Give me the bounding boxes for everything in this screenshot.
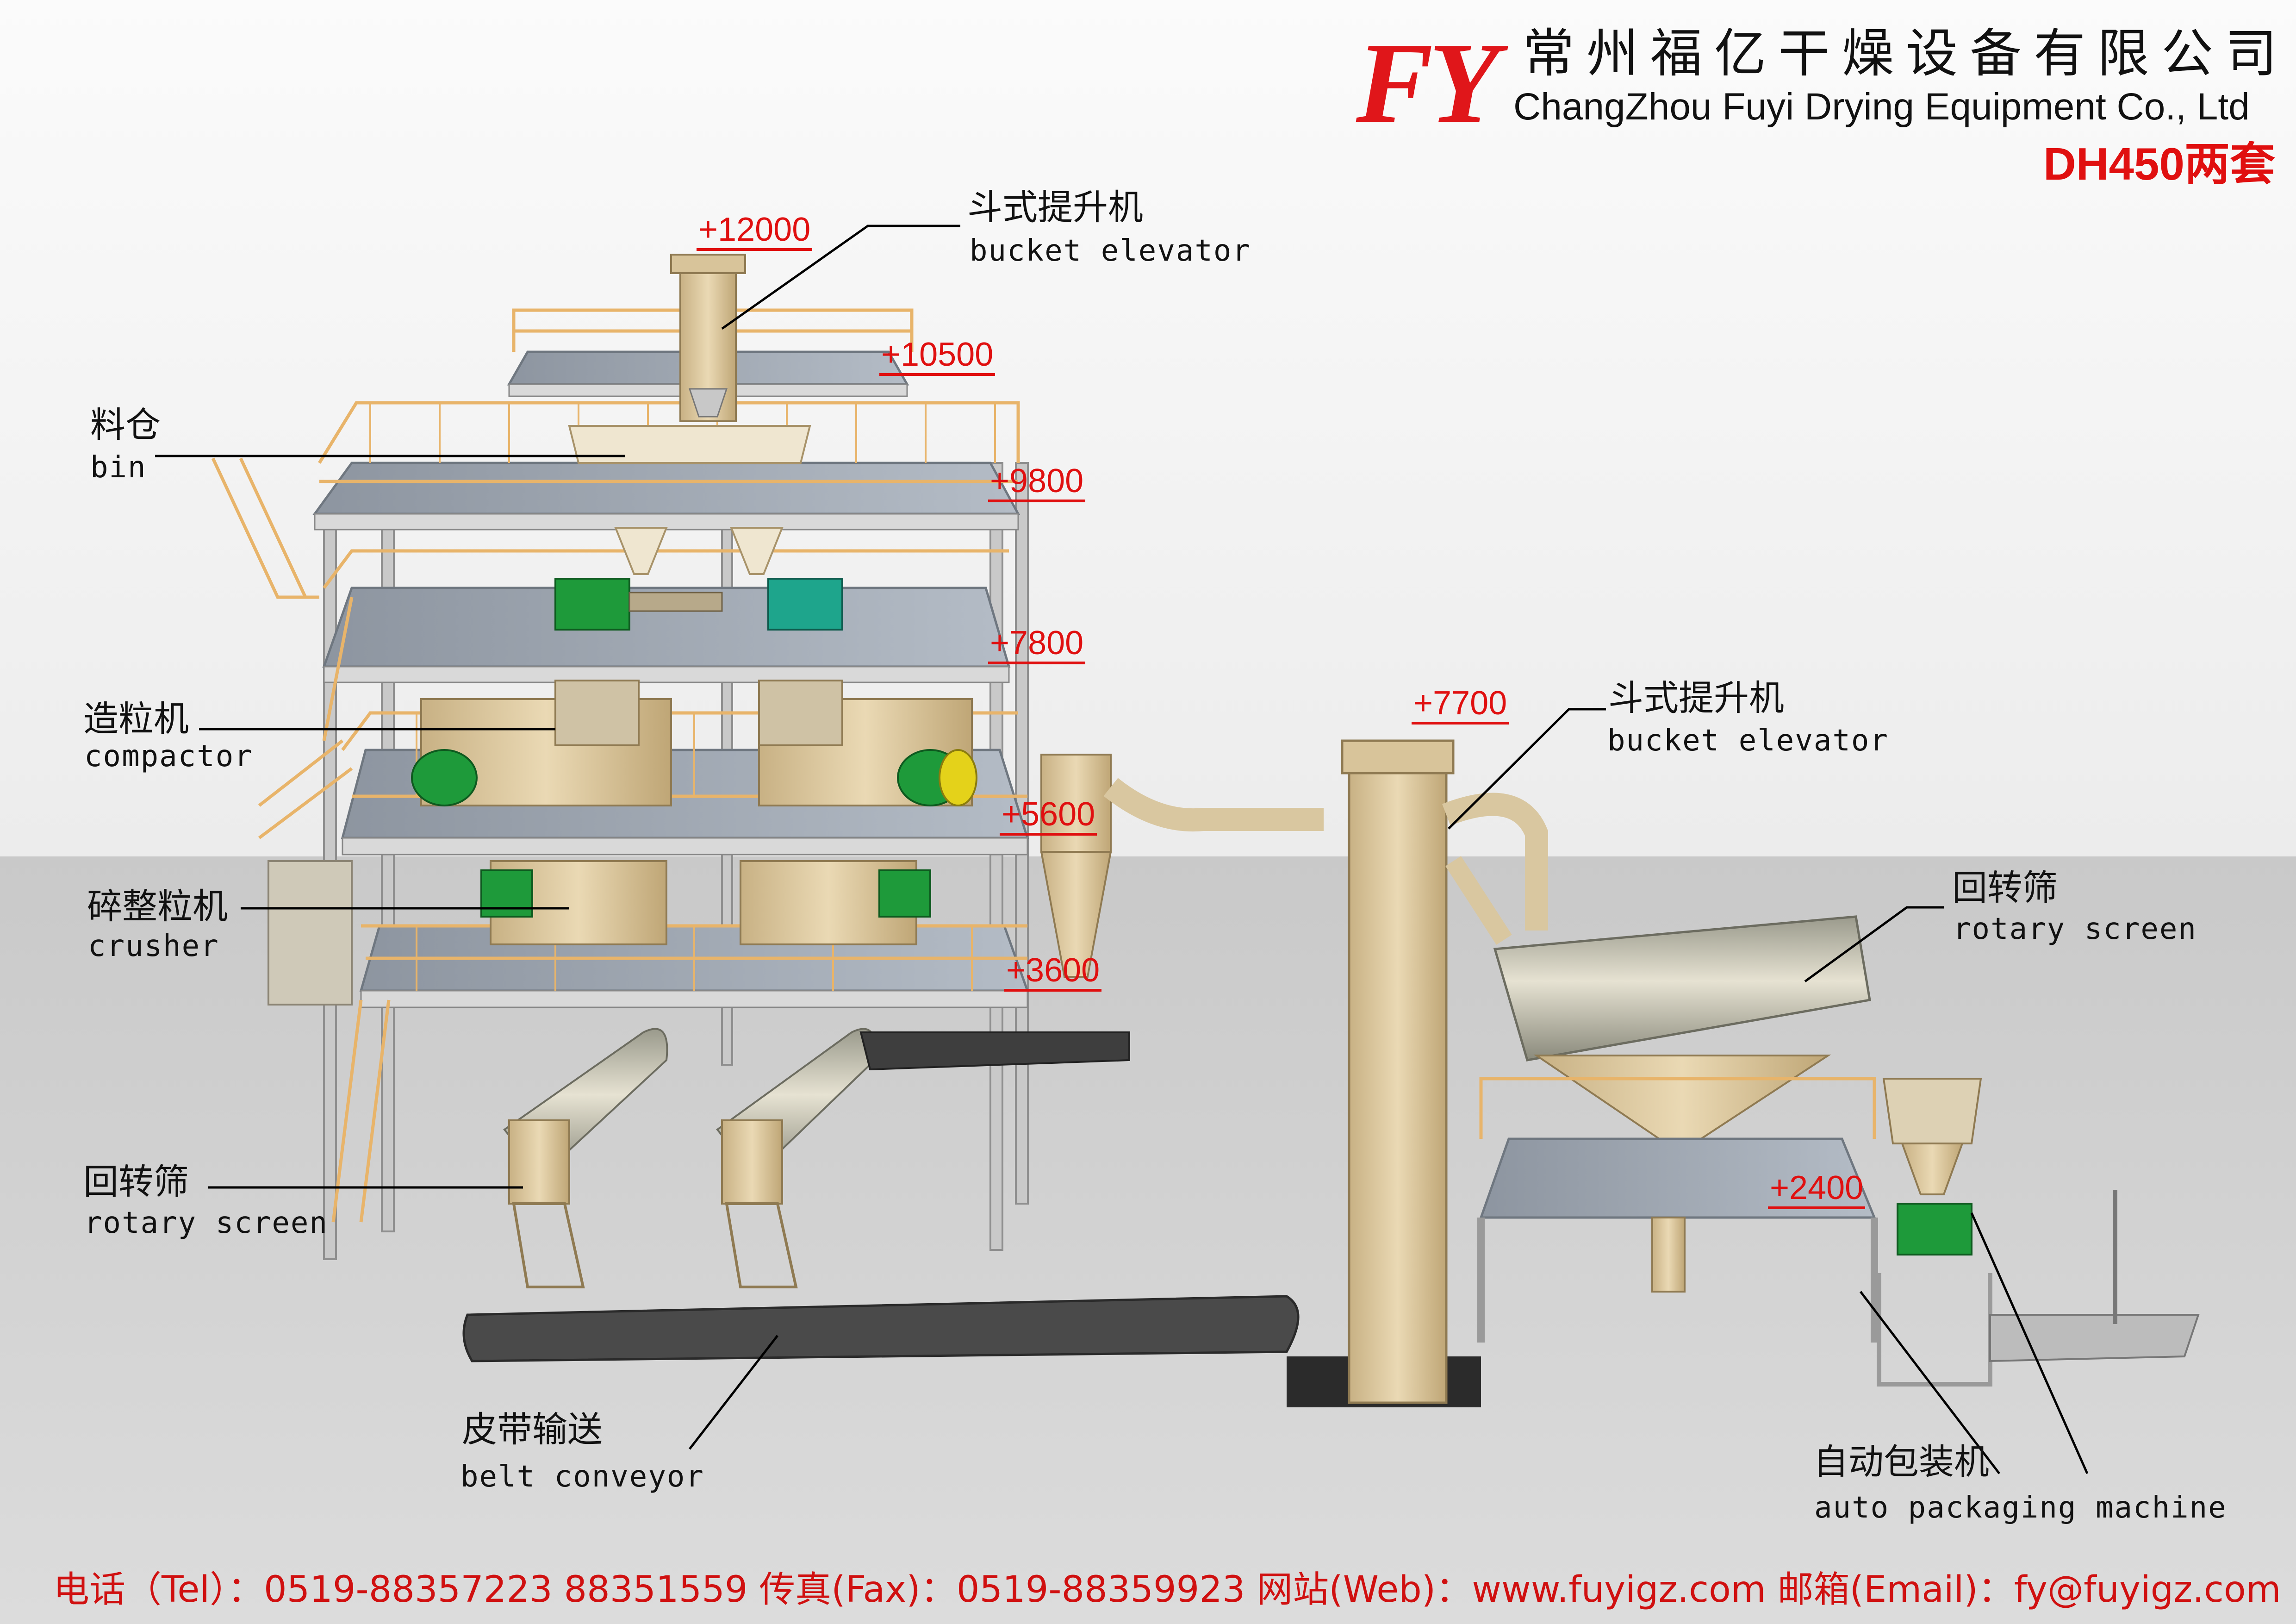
model-label: DH450两套 [2043,138,2275,189]
side-box [268,860,353,1006]
crushers [480,860,931,945]
elevation-9800: +9800 [988,464,1086,502]
label-top-bucket-elevator-zh: 斗式提升机 [967,187,1143,228]
elevation-2400: +2400 [1768,1171,1866,1209]
footer-contact: 电话（Tel）：0519-88357223 88351559 传真(Fax)：0… [53,1569,2281,1611]
bin [568,425,811,575]
elevation-5600: +5600 [1000,798,1097,836]
label-bin-en: bin [90,450,147,485]
label-rotary-screen-left-zh: 回转筛 [83,1161,189,1202]
leader-lines [155,225,2089,1474]
label-right-bucket-elevator-en: bucket elevator [1607,724,1889,758]
label-auto-packaging-zh: 自动包装机 [1813,1441,1989,1482]
label-rotary-screen-right-en: rotary screen [1953,912,2197,946]
feeders [554,578,843,631]
elevation-7800: +7800 [988,626,1086,664]
label-belt-conveyor-zh: 皮带输送 [462,1409,603,1450]
label-auto-packaging-en: auto packaging machine [1814,1491,2227,1525]
elevation-3600: +3600 [1004,954,1102,992]
label-compactor-zh: 造粒机 [83,698,189,739]
label-crusher-en: crusher [88,929,219,963]
label-rotary-screen-left-en: rotary screen [84,1206,328,1240]
company-name-chinese: 常州福亿干燥设备有限公司 [1523,24,2289,84]
label-right-bucket-elevator-zh: 斗式提升机 [1608,677,1784,718]
company-logo: FY [1356,19,1499,147]
elevation-12000: +12000 [697,213,813,251]
label-top-bucket-elevator-en: bucket elevator [970,234,1251,268]
label-belt-conveyor-en: belt conveyor [460,1460,704,1494]
stairs [211,457,391,1223]
right-bucket-elevator [1287,739,1548,1407]
label-compactor-en: compactor [84,739,253,774]
label-crusher-zh: 碎整粒机 [87,886,228,927]
company-name-english: ChangZhou Fuyi Drying Equipment Co., Ltd [1513,86,2250,128]
compactors [411,680,977,806]
cyclone [1040,754,1324,978]
packaging-machine [1877,1078,2200,1387]
top-bucket-elevator [670,254,746,422]
right-rotary-screen [1477,915,1878,1343]
label-rotary-screen-right-zh: 回转筛 [1952,867,2058,908]
elevation-7700: +7700 [1412,687,1509,725]
elevation-10500: +10500 [879,338,996,376]
label-bin-zh: 料仓 [90,404,161,445]
belt-conveyor [462,1031,1300,1362]
